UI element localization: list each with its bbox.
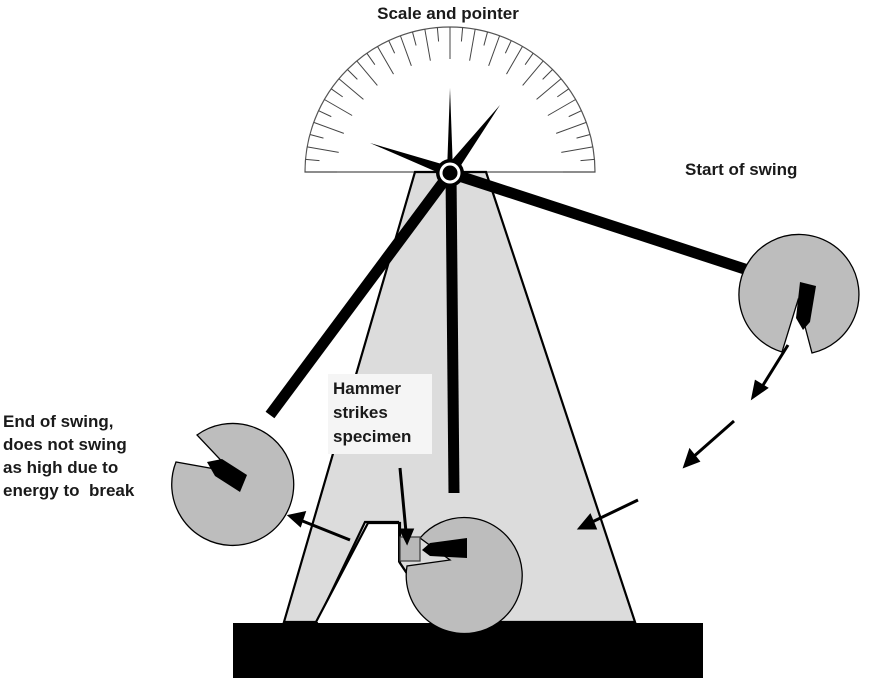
scale-tick <box>347 69 358 80</box>
scale-tick <box>506 46 523 75</box>
label-hammer-strikes-2: strikes <box>333 403 388 422</box>
scale-tick <box>377 46 394 75</box>
scale-tick <box>356 60 378 86</box>
scale-tick <box>338 78 364 100</box>
arrow-5 <box>398 467 408 533</box>
scale-tick <box>536 78 562 100</box>
arrow-4 <box>299 518 351 542</box>
scale-tick <box>307 146 339 153</box>
pivot-center <box>442 165 458 181</box>
scale-tick <box>399 35 412 66</box>
scale-tick <box>561 146 593 153</box>
arm-start <box>448 167 762 280</box>
pointer-needle-up <box>447 88 453 172</box>
scale-tick <box>568 110 582 118</box>
label-end-of-swing-3: as high due to <box>3 458 118 477</box>
scale-tick <box>330 88 343 98</box>
pointer-needle-right <box>445 105 500 176</box>
scale-tick <box>411 31 417 46</box>
strike-label-box <box>328 374 432 454</box>
label-hammer-strikes-1: Hammer <box>333 379 401 398</box>
scale-tick <box>522 60 544 86</box>
arrow-1 <box>758 344 790 391</box>
pointer-needle-left <box>370 143 452 176</box>
scale-tick <box>469 29 476 61</box>
hammer-strike <box>405 516 523 635</box>
scale-tick <box>436 27 440 42</box>
frame <box>282 170 637 624</box>
scale-tick <box>556 121 587 134</box>
arm-strike <box>445 172 460 494</box>
scale-ticks <box>305 27 595 173</box>
scale-tick <box>576 133 591 139</box>
scale-tick <box>305 158 320 162</box>
arrow-2 <box>691 419 735 460</box>
label-end-of-swing-4: energy to break <box>3 481 135 500</box>
frame-opening <box>316 524 438 622</box>
motion-arrows <box>286 344 790 546</box>
scale-tick <box>324 99 353 116</box>
arrow-3 <box>589 498 639 525</box>
scale-tick <box>309 133 324 139</box>
hammer-end <box>171 422 295 547</box>
scale-tick <box>318 110 332 118</box>
label-hammer-strikes-3: specimen <box>333 427 411 446</box>
scale-tick <box>547 99 576 116</box>
label-end-of-swing-2: does not swing <box>3 435 127 454</box>
scale-tick <box>424 29 431 61</box>
scale-tick <box>388 40 396 54</box>
scale-tick <box>488 35 501 66</box>
arm-end <box>265 169 455 419</box>
scale-tick <box>504 40 512 54</box>
scale-tick <box>524 52 534 65</box>
label-scale-and-pointer: Scale and pointer <box>377 4 519 23</box>
scale-tick <box>460 27 464 42</box>
scale-tick <box>557 88 570 98</box>
label-start-of-swing: Start of swing <box>685 160 797 179</box>
hammer-start <box>738 233 860 354</box>
label-end-of-swing-1: End of swing, <box>3 412 114 431</box>
scale-tick <box>366 52 376 65</box>
scale-tick <box>313 121 344 134</box>
pointer <box>370 88 500 187</box>
scale-tick <box>542 69 553 80</box>
scale-tick <box>580 158 595 162</box>
specimen <box>399 536 421 562</box>
scale-tick <box>483 31 489 46</box>
